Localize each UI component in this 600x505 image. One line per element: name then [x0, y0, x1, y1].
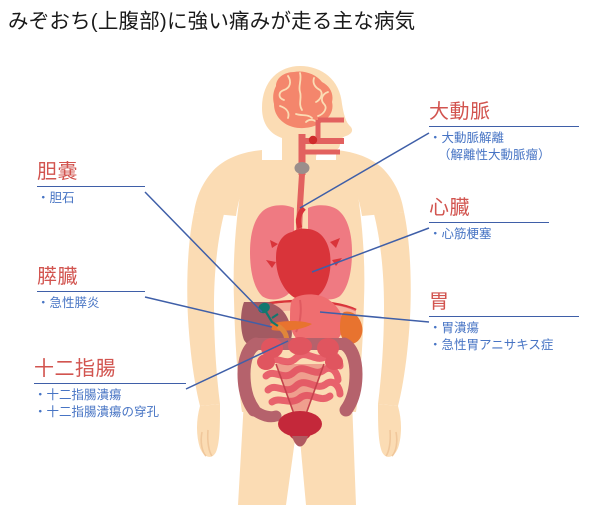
callout-items-daidomyaku: ・大動脈解離 （解離性大動脈瘤）	[429, 130, 579, 163]
callout-rule-i	[429, 316, 579, 317]
callout-rule-daidomyaku	[429, 126, 579, 127]
callout-item: ・胃潰瘍	[429, 321, 480, 335]
callout-item: ・胆石	[37, 191, 75, 205]
callout-rule-juuni	[34, 383, 186, 384]
callout-items-suizou: ・急性膵炎	[37, 295, 145, 312]
callout-items-shinzou: ・心筋梗塞	[429, 226, 549, 243]
callout-i: 胃 ・胃潰瘍 ・急性胃アニサキス症	[429, 290, 579, 353]
callout-tannou: 胆嚢 ・胆石	[37, 160, 145, 207]
callout-item: ・心筋梗塞	[429, 227, 492, 241]
callout-rule-shinzou	[429, 222, 549, 223]
callout-heading-suizou: 膵臓	[37, 266, 78, 288]
callout-daidomyaku: 大動脈 ・大動脈解離 （解離性大動脈瘤）	[429, 100, 579, 163]
brain	[273, 71, 333, 129]
callout-item: ・急性胃アニサキス症	[429, 337, 554, 352]
callout-suizou: 膵臓 ・急性膵炎	[37, 265, 145, 312]
callout-heading-daidomyaku: 大動脈	[429, 101, 491, 123]
callout-heading-juuni: 十二指腸	[34, 358, 116, 380]
callout-item: ・大動脈解離	[429, 131, 505, 145]
stomach	[290, 294, 344, 348]
callout-item: ・十二指腸潰瘍	[34, 388, 122, 402]
callout-heading-shinzou: 心臓	[429, 197, 470, 219]
thyroid-node	[294, 162, 310, 174]
callout-item: ・十二指腸潰瘍の穿孔	[34, 404, 160, 419]
callout-shinzou: 心臓 ・心筋梗塞	[429, 196, 549, 243]
callout-items-juuni: ・十二指腸潰瘍 ・十二指腸潰瘍の穿孔	[34, 387, 186, 420]
page-title: みぞおち(上腹部)に強い痛みが走る主な病気	[8, 10, 416, 33]
callout-heading-i: 胃	[429, 291, 450, 313]
callout-item: ・急性膵炎	[37, 296, 100, 310]
callout-rule-tannou	[37, 186, 145, 187]
callout-rule-suizou	[37, 291, 145, 292]
callout-juuni: 十二指腸 ・十二指腸潰瘍 ・十二指腸潰瘍の穿孔	[34, 357, 186, 420]
callout-items-tannou: ・胆石	[37, 190, 145, 207]
callout-items-i: ・胃潰瘍 ・急性胃アニサキス症	[429, 320, 579, 353]
callout-heading-tannou: 胆嚢	[37, 161, 78, 183]
callout-item: （解離性大動脈瘤）	[438, 147, 551, 162]
